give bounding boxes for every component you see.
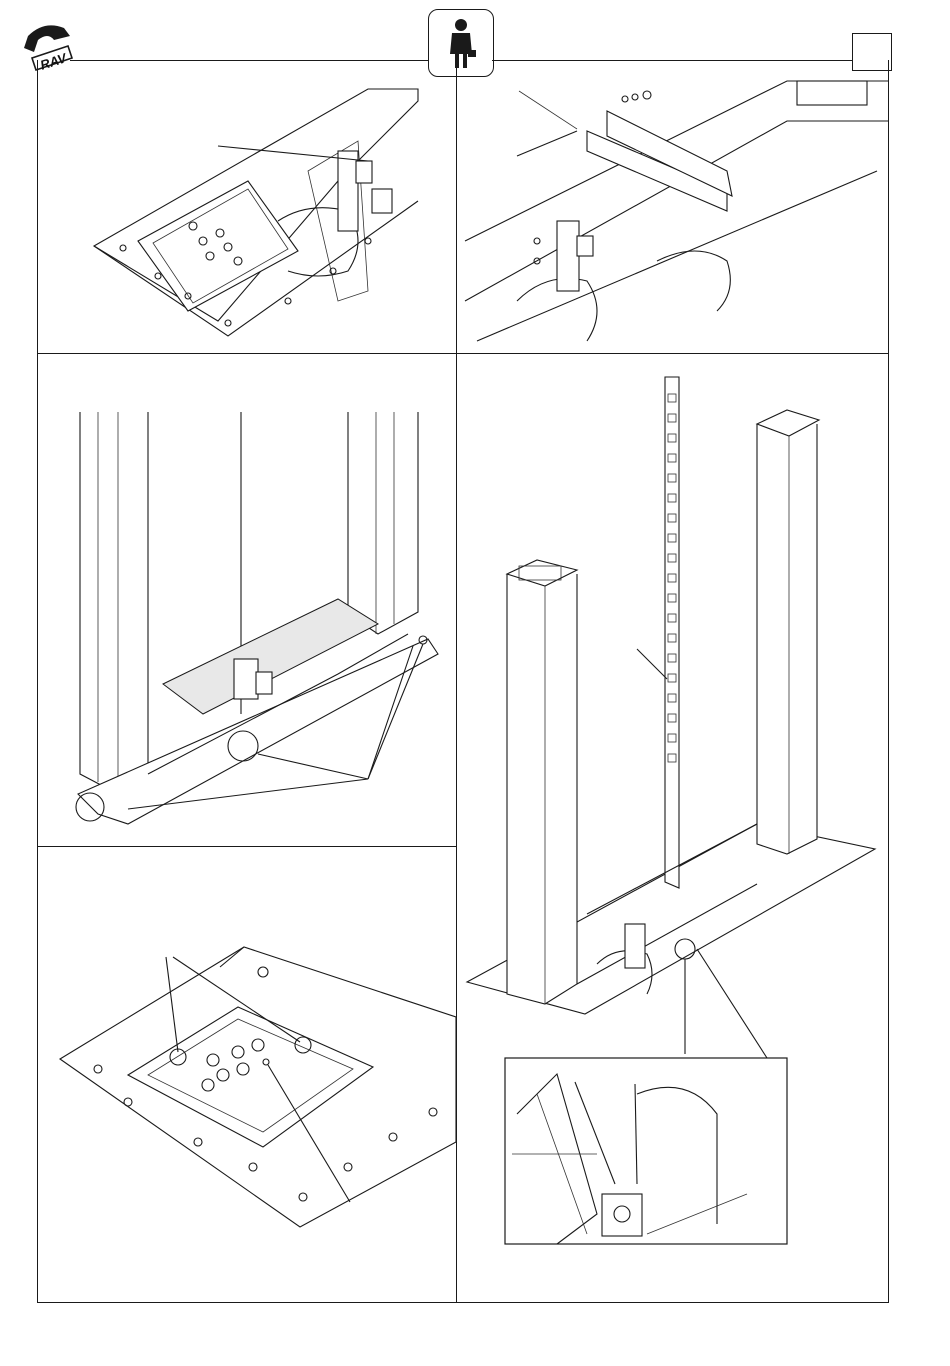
valve-assembly-drawing [38, 61, 456, 353]
crossbeam-bolt-drawing [457, 61, 889, 353]
panel-valve-assembly [38, 61, 456, 353]
panel-crossbeam [457, 61, 889, 353]
panel-columns-rack [457, 354, 889, 1302]
panel-base-plate [38, 847, 456, 1302]
panel-column-base [38, 354, 456, 846]
base-plate-drawing [38, 847, 456, 1302]
columns-rack-drawing [457, 354, 889, 1302]
column-base-drawing [38, 354, 456, 846]
detail-inset-box [505, 1058, 787, 1244]
